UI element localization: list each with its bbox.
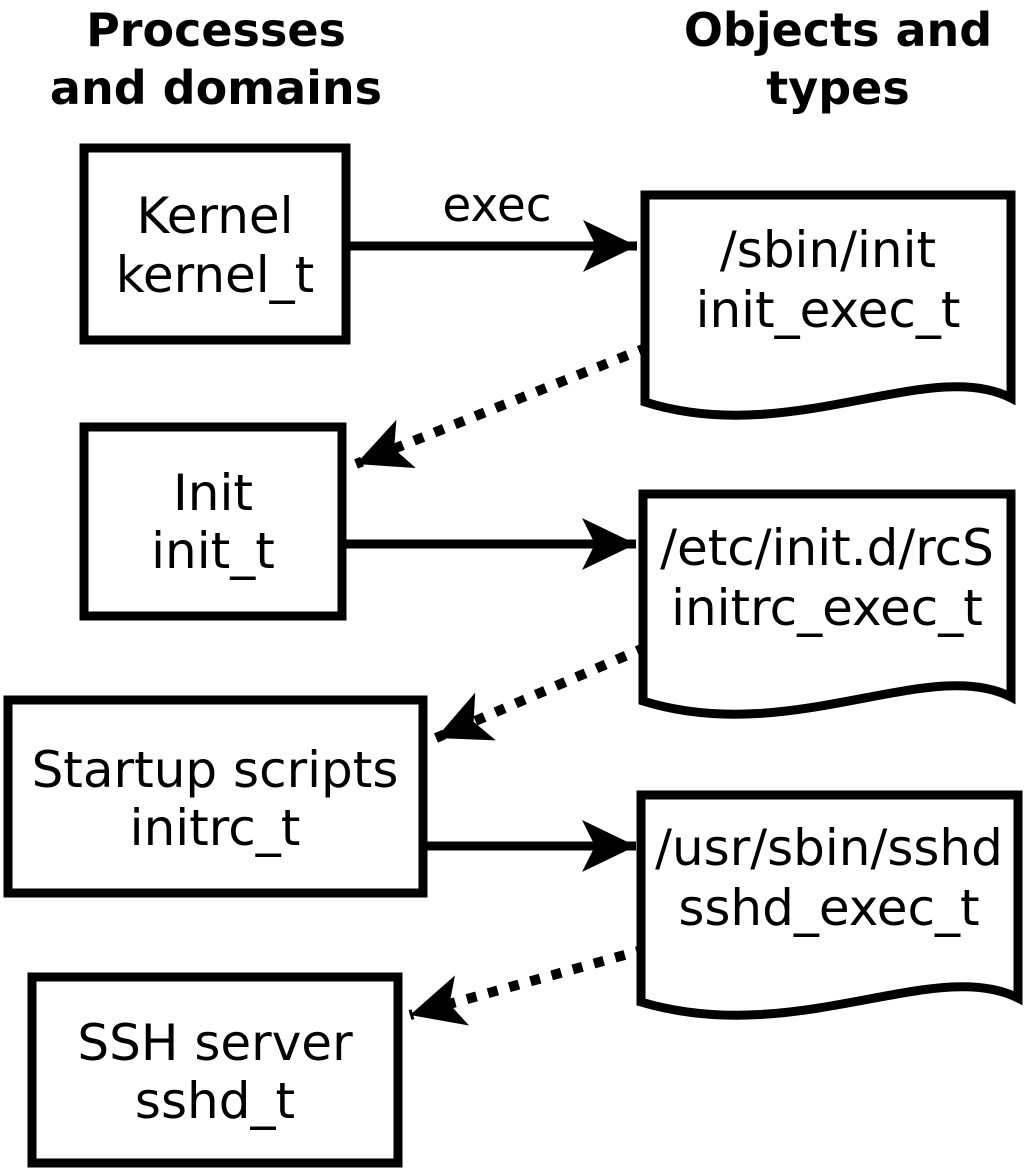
column-header-processes: Processes and domains [50,3,382,115]
object-doc-sshd-path: /usr/sbin/sshd [655,819,1003,877]
process-box-startup-scripts: Startup scripts initrc_t [3,695,428,898]
process-box-startup-type: initrc_t [130,799,301,857]
process-box-kernel: Kernel kernel_t [79,143,351,345]
transition-arrow-rcS-to-initrc-t [434,642,648,743]
object-doc-sbin-init: /sbin/init init_exec_t [640,190,1016,420]
transition-arrow-sshd-to-sshd-t [408,944,648,1026]
process-box-kernel-type: kernel_t [116,246,315,304]
exec-arrow-kernel-to-sbin-init: exec [350,178,637,272]
process-box-init-type: init_t [151,522,275,580]
header-right-line1: Objects and [684,3,992,57]
process-box-init-label: Init [173,464,253,522]
process-box-kernel-label: Kernel [136,187,293,245]
object-doc-usr-sbin-sshd: /usr/sbin/sshd sshd_exec_t [636,790,1023,1020]
header-left-line2: and domains [50,61,382,115]
header-left-line1: Processes [86,3,346,57]
object-doc-rcS-path: /etc/init.d/rcS [660,519,994,577]
object-doc-etc-initd-rcS: /etc/init.d/rcS initrc_exec_t [638,489,1016,719]
header-right-line2: types [766,61,909,115]
column-header-objects: Objects and types [684,3,992,115]
object-doc-sbin-init-path: /sbin/init [720,221,936,279]
object-doc-sbin-init-type: init_exec_t [696,281,961,339]
process-box-startup-label: Startup scripts [32,741,399,799]
object-doc-rcS-type: initrc_exec_t [671,579,983,637]
process-box-ssh-label: SSH server [77,1014,353,1072]
exec-arrow-label: exec [442,178,551,233]
transition-arrow-sbin-init-to-init-t [354,342,650,469]
process-box-init: Init init_t [79,422,347,621]
object-doc-sshd-type: sshd_exec_t [678,879,979,937]
process-box-ssh-type: sshd_t [135,1072,295,1130]
process-box-ssh-server: SSH server sshd_t [27,972,403,1168]
